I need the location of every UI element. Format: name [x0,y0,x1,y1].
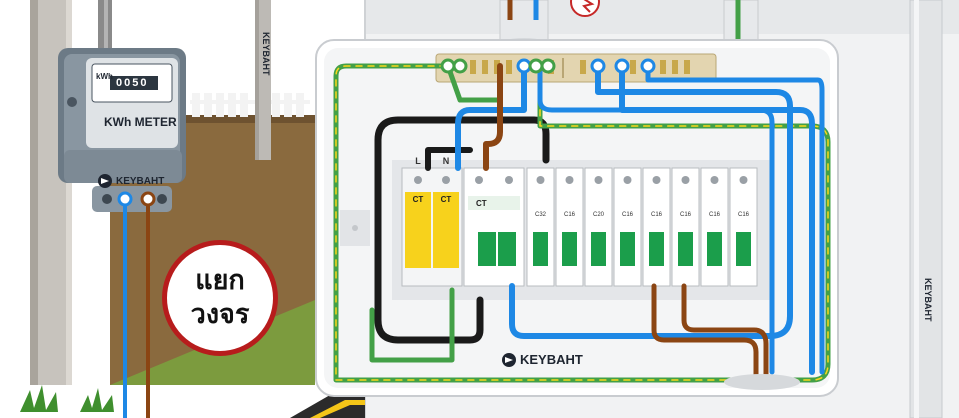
breaker-body [642,167,671,287]
breaker-screw [739,176,748,184]
branch-breaker-2: C16 [555,167,584,287]
breaker-rating: C16 [564,212,576,218]
branch-breaker-6: C16 [671,167,700,287]
breaker-screw [594,176,603,184]
branch-breaker-7: C16 [700,167,729,287]
branch-breaker-4: C16 [613,167,642,287]
breaker-rating: C16 [738,212,750,218]
spd-brand-label-2: CT [441,195,452,204]
wall-logo: KEYBAHT [923,278,933,322]
breaker-handle [678,232,693,266]
spd-terminal-n: N [443,156,450,166]
lightning-icon [570,0,600,17]
kwh-meter [58,48,186,212]
branch-breaker-8: C16 [729,167,758,287]
breaker-body [729,167,758,287]
breaker-rating: C16 [622,212,634,218]
meter-logo-text: KEYBAHT [116,175,165,187]
breaker-rating: C20 [593,212,605,218]
meter-reading: 0050 [116,77,149,89]
meter-unit: kWh [96,72,113,81]
surge-protector [401,167,463,287]
main-breaker-brand: CT [476,199,487,208]
breaker-handle [620,232,635,266]
breaker-screw [565,176,574,184]
keybaht-logo-icon [98,174,112,188]
main-breaker [463,167,525,287]
breaker-body [526,167,555,287]
keybaht-logo-icon [502,352,516,367]
badge-line-2: วงจร [190,299,250,330]
meter-title: KWh METER [104,115,177,129]
breaker-handle [591,232,606,266]
breaker-rating: C16 [680,212,692,218]
breaker-body [700,167,729,287]
breaker-rating: C16 [651,212,663,218]
spd-brand-label: CT [413,195,424,204]
branch-breakers: C32 C16 C20 C16 C16 C16 C16 C16 [526,167,758,287]
spd-terminal-l: L [415,156,421,166]
breaker-screw [623,176,632,184]
breaker-handle [533,232,548,266]
breaker-handle [736,232,751,266]
breaker-handle [649,232,664,266]
breaker-body [613,167,642,287]
breaker-screw [710,176,719,184]
breaker-screw [536,176,545,184]
breaker-screw [652,176,661,184]
breaker-handle [707,232,722,266]
breaker-handle [562,232,577,266]
breaker-body [584,167,613,287]
breaker-body [671,167,700,287]
branch-breaker-1: C32 [526,167,555,287]
meter-logo: KEYBAHT [98,174,164,188]
badge-line-1: แยก [195,265,245,296]
bottom-grommet [724,374,800,390]
pole-logo: KEYBAHT [261,32,271,76]
breaker-screw [681,176,690,184]
right-conduit [909,0,943,418]
branch-breaker-3: C20 [584,167,613,287]
panel-logo-text: KEYBAHT [520,352,583,367]
breaker-rating: C32 [535,212,547,218]
busbar-terminals [440,58,656,74]
grass [20,385,114,412]
wall-top-band [365,0,959,34]
breaker-body [555,167,584,287]
panel-logo: KEYBAHT [502,352,583,367]
breaker-rating: C16 [709,212,721,218]
wiring [333,63,831,383]
circuit-separation-badge: แยก วงจร [162,240,278,356]
road [0,385,365,418]
branch-breaker-5: C16 [642,167,671,287]
